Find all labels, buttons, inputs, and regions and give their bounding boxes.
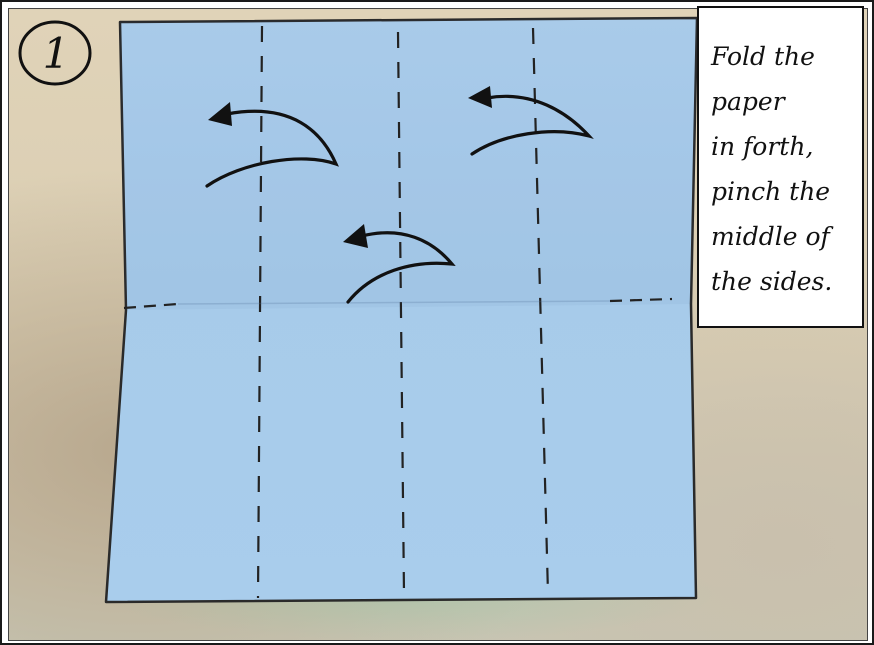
caption-line: the sides. <box>711 259 856 304</box>
step-badge: 1 <box>16 18 94 88</box>
caption-line: in forth, <box>711 124 856 169</box>
caption-line: pinch the <box>711 169 856 214</box>
caption-line: Fold the <box>711 34 856 79</box>
caption-line: middle of <box>711 214 856 259</box>
caption-line: paper <box>711 79 856 124</box>
caption-box: Fold the paper in forth, pinch the middl… <box>697 6 864 328</box>
step-number: 1 <box>16 18 94 88</box>
